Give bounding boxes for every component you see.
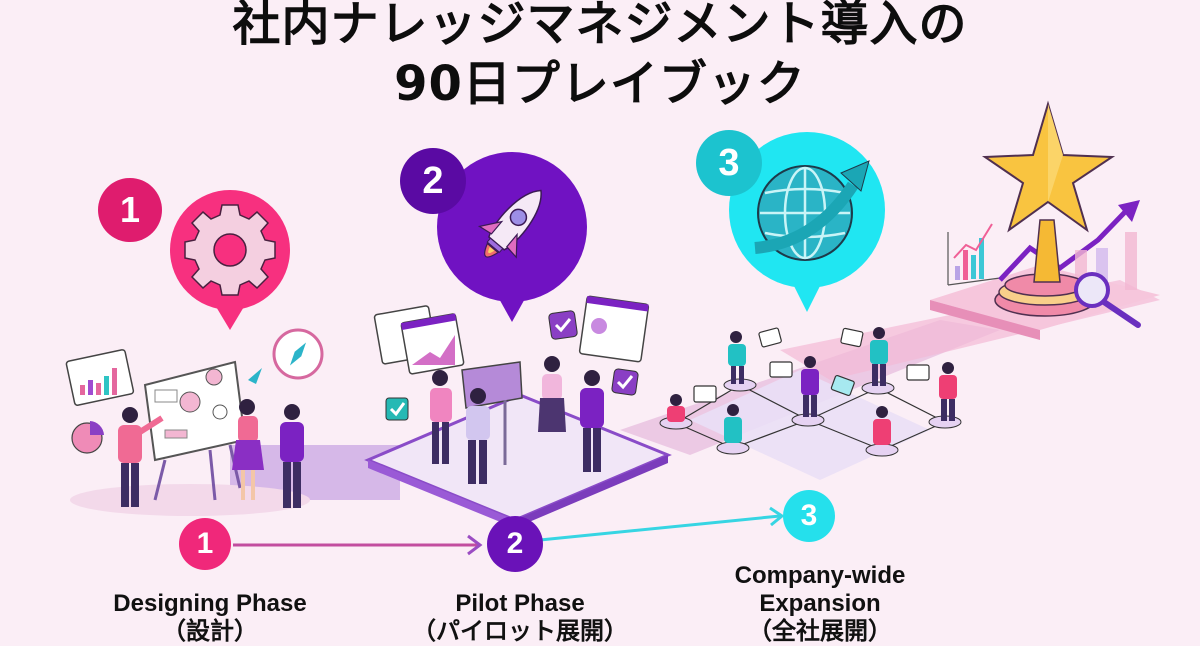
- phase1-bubble: [170, 190, 290, 330]
- page-title-line-2: 90日プレイブック: [394, 56, 806, 112]
- goal-scene: [947, 100, 1141, 328]
- phase2-bubble: [437, 152, 587, 322]
- timeline-connectors: [233, 506, 785, 556]
- gear-icon: [184, 204, 276, 296]
- network-person: [659, 327, 962, 457]
- step-marker-1[interactable]: 1: [179, 518, 231, 570]
- chat-bubble-icons: [693, 327, 930, 403]
- phase1-scene: [65, 328, 324, 516]
- phase2-scene: [364, 295, 672, 528]
- phase-title: Pilot Phase: [455, 590, 585, 617]
- phase-label-designing: Designing Phase （設計）: [90, 590, 330, 646]
- phase3-bubble-badge: 3: [696, 130, 762, 196]
- phase3-scene: [659, 327, 962, 480]
- phase-subtitle: （パイロット展開）: [412, 618, 628, 645]
- phase-subtitle: （設計）: [162, 618, 258, 645]
- phase-title-line-2: Expansion: [759, 590, 881, 617]
- phase3-bubble: [729, 132, 885, 312]
- phase2-bubble-badge: 2: [400, 148, 466, 214]
- step-marker-2[interactable]: 2: [487, 516, 543, 572]
- rocket-icon: [477, 189, 542, 259]
- phase1-bubble-badge: 1: [98, 178, 162, 242]
- phase-title-line-1: Company-wide: [734, 562, 906, 589]
- page-title-line-1: 社内ナレッジマネジメント導入の: [232, 0, 968, 52]
- roadmap-illustration: [65, 100, 1160, 556]
- phase-subtitle: （全社展開）: [748, 618, 892, 645]
- step-marker-3[interactable]: 3: [783, 490, 835, 542]
- phase-label-pilot: Pilot Phase （パイロット展開）: [390, 590, 650, 646]
- phase-label-expansion: Company-wide Expansion （全社展開）: [690, 562, 950, 646]
- globe-arrow-icon: [754, 160, 870, 261]
- phase-title: Designing Phase: [113, 590, 307, 617]
